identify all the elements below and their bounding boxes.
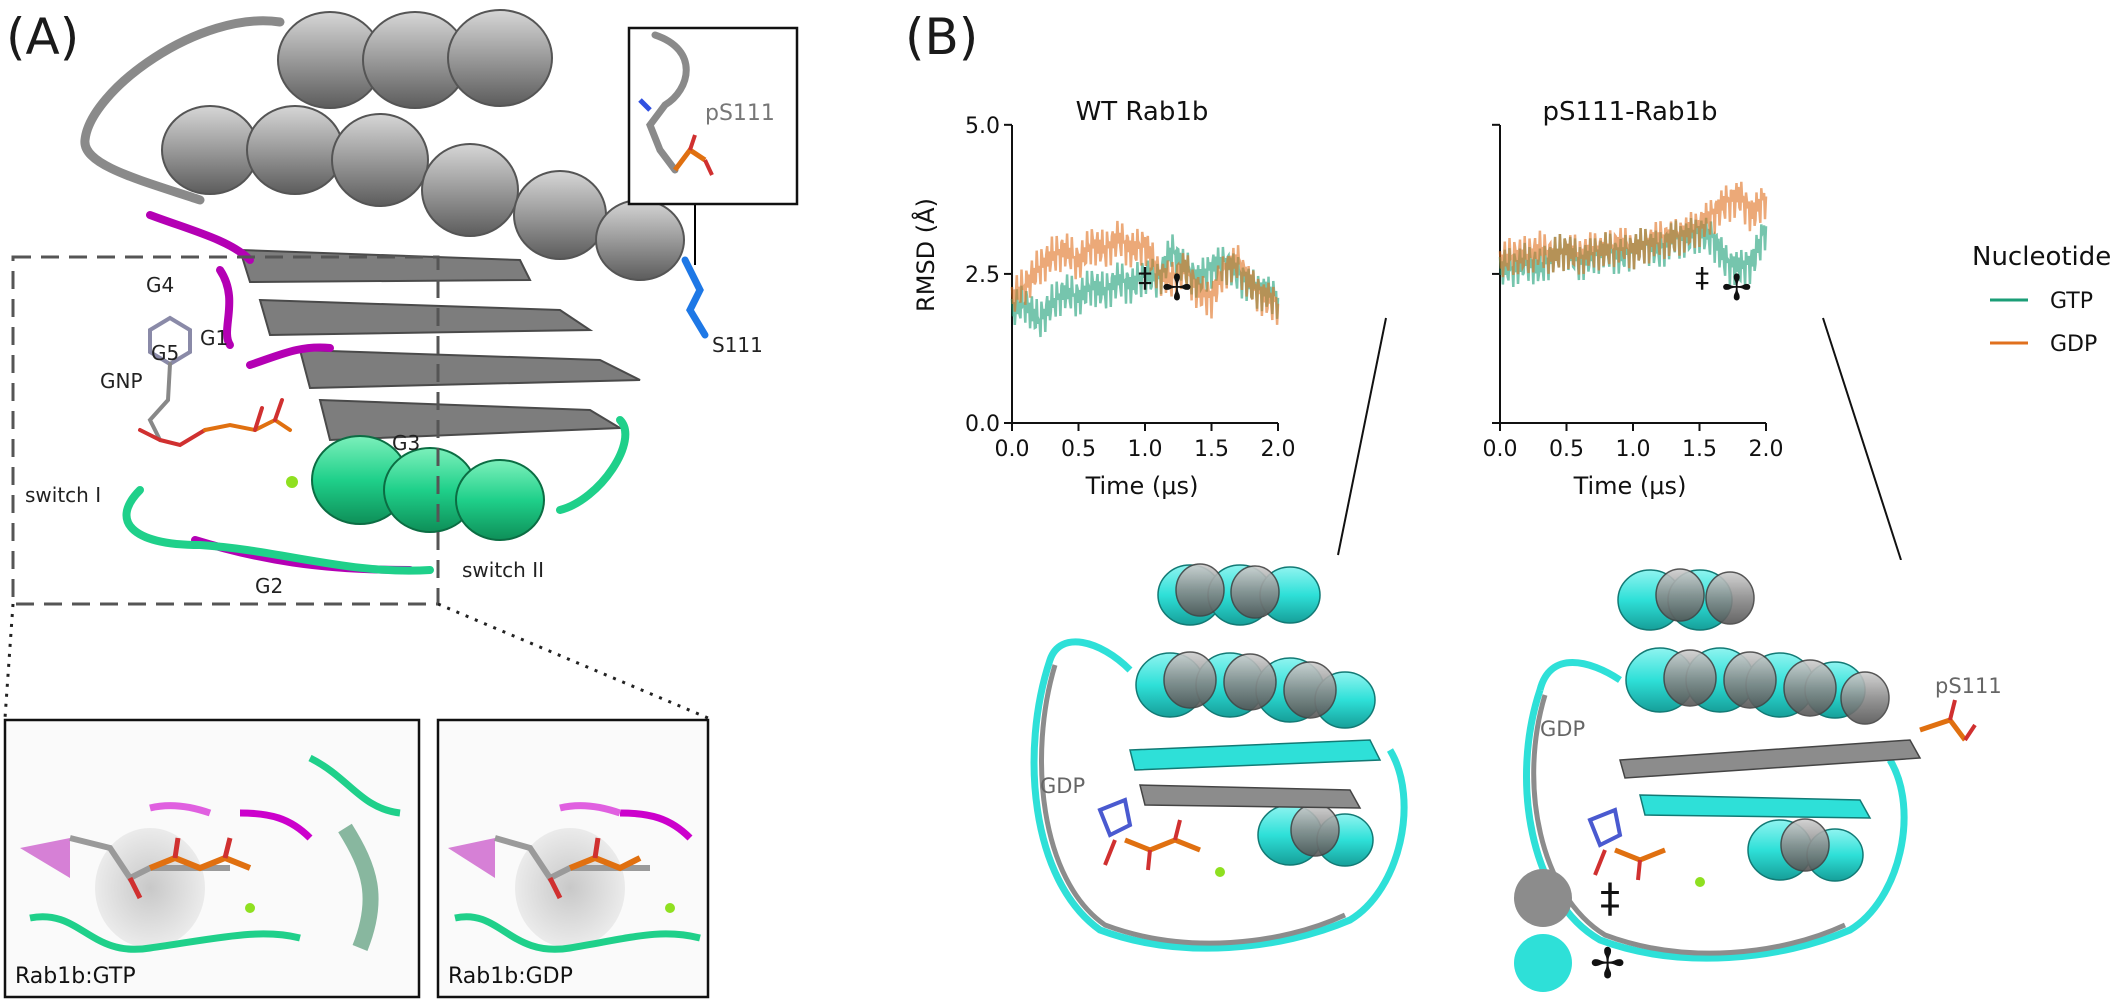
switch-one-loop — [122, 486, 434, 575]
label-switch-two: switch II — [462, 558, 544, 582]
snapshot-label-gdp-wt: GDP — [1040, 774, 1085, 798]
snapshot-wt — [1030, 563, 1408, 952]
middle-helix — [161, 105, 685, 281]
s111-sidechain — [681, 256, 709, 339]
connector-ps111-snapshot — [1822, 317, 1902, 560]
x-tick-label: 0.5 — [1549, 437, 1584, 462]
beta-sheet — [238, 248, 641, 442]
legend-label-gdp: GDP — [2050, 332, 2097, 357]
label-g3: G3 — [392, 431, 420, 455]
x-tick-label: 2.0 — [1261, 437, 1296, 462]
key-marker-cross: ✢ — [1590, 939, 1625, 988]
x-tick-label: 1.0 — [1128, 437, 1163, 462]
label-g4: G4 — [146, 273, 174, 297]
x-tick-label: 1.5 — [1682, 437, 1717, 462]
zoom-panel-gtp — [3, 718, 421, 999]
chart-annotation: ✢ — [1722, 268, 1752, 309]
label-g1: G1 — [200, 326, 228, 350]
zoom-connector-right — [437, 602, 709, 720]
x-tick-label: 2.0 — [1749, 437, 1784, 462]
panel-b-snapshots: GDP GDP pS111 ‡ ✢ — [1030, 563, 2002, 992]
plot-ps111: 0.0 0.5 1.0 1.5 2.0 ‡ ✢ — [1483, 123, 1784, 462]
zoom-panel-gdp — [436, 718, 710, 999]
panel-a-label: (A) — [6, 8, 80, 66]
x-tick-label: 0.0 — [995, 437, 1030, 462]
label-g2: G2 — [255, 574, 283, 598]
x-tick-label: 1.5 — [1194, 437, 1229, 462]
legend-label-gtp: GTP — [2050, 289, 2093, 314]
zoom-region-box — [11, 255, 440, 606]
x-tick-label: 0.0 — [1483, 437, 1518, 462]
chart-title-wt: WT Rab1b — [1076, 97, 1209, 127]
chart-annotation: ‡ — [1695, 261, 1709, 294]
legend-title: Nucleotide — [1972, 242, 2111, 272]
y-tick-label: 0.0 — [965, 412, 1000, 437]
zoom-label-gtp: Rab1b:GTP — [15, 964, 136, 989]
y-tick-label: 5.0 — [965, 114, 1000, 139]
connector-wt-snapshot — [1337, 317, 1387, 556]
panel-b-rmsd-plots: WT Rab1b pS111-Rab1b RMSD (Å) Time (μs) … — [911, 97, 2111, 560]
zoom-label-gdp: Rab1b:GDP — [448, 964, 573, 989]
top-loop — [80, 16, 285, 205]
plot-wt: 0.0 0.5 1.0 1.5 2.0 0.0 2.5 5.0 ‡ ✢ — [965, 114, 1296, 462]
snapshot-ps111 — [1523, 568, 1977, 962]
switch-two-loop — [556, 416, 630, 514]
chart-ylabel: RMSD (Å) — [911, 198, 940, 312]
series-gdp — [1498, 181, 1768, 278]
label-s111: S111 — [712, 333, 763, 357]
label-g5: G5 — [151, 341, 179, 365]
chart-annotation: ‡ — [1138, 261, 1152, 294]
magnesium-ion — [286, 476, 298, 488]
label-gnp: GNP — [100, 369, 143, 393]
y-tick-label: 2.5 — [965, 263, 1000, 288]
switch-two-helix — [311, 435, 545, 541]
panel-a-zoom-panels: Rab1b:GTP Rab1b:GDP — [3, 718, 710, 999]
x-tick-label: 0.5 — [1061, 437, 1096, 462]
panel-b-label: (B) — [905, 8, 979, 66]
panel-a-structure: G4 G5 G1 GNP G3 switch I switch II G2 S1… — [3, 9, 799, 720]
chart-xlabel-ps111: Time (μs) — [1573, 472, 1687, 500]
zoom-connector-left — [3, 603, 15, 719]
snapshot-label-gdp-ps111: GDP — [1540, 717, 1585, 741]
snapshot-label-ps111: pS111 — [1935, 674, 2002, 698]
chart-title-ps111: pS111-Rab1b — [1543, 97, 1718, 127]
chart-annotation: ✢ — [1162, 268, 1192, 309]
chart-xlabel-wt: Time (μs) — [1085, 472, 1199, 500]
top-helix — [277, 9, 553, 109]
key-marker-double-dagger: ‡ — [1600, 876, 1620, 922]
key-circle-grey — [1514, 869, 1572, 927]
label-inset-ps111: pS111 — [705, 101, 775, 126]
key-circle-cyan — [1514, 934, 1572, 992]
gnp-ligand — [138, 315, 292, 448]
series-gdp — [1010, 220, 1280, 325]
label-switch-one: switch I — [25, 483, 101, 507]
x-tick-label: 1.0 — [1616, 437, 1651, 462]
